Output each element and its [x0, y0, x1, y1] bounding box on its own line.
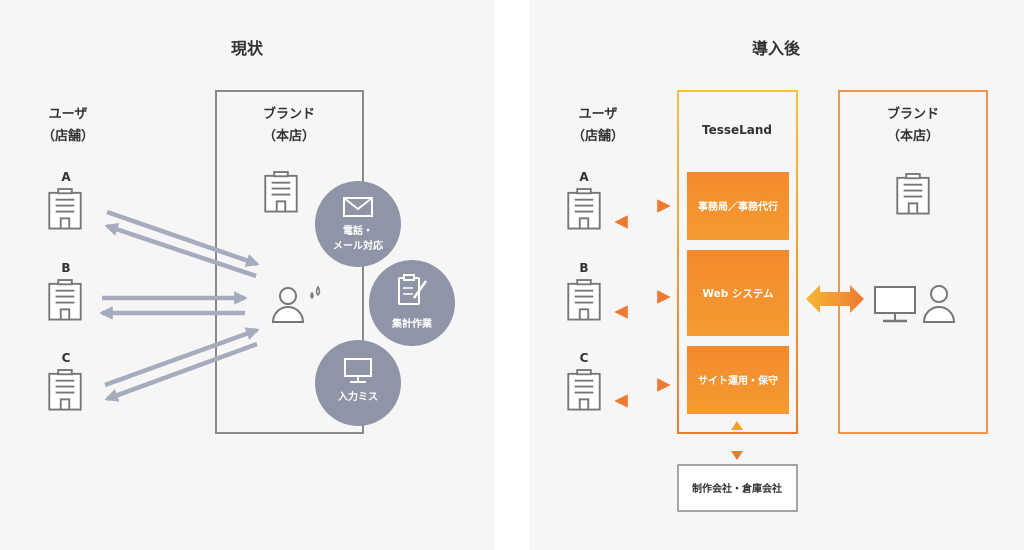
arrow-head-down	[731, 451, 743, 460]
arrow-brand-to-c	[104, 341, 258, 402]
task-circle-aggregation: 集計作業	[369, 260, 455, 346]
service-web-system-label: Web システム	[702, 288, 774, 300]
store-b-building-icon	[48, 279, 82, 321]
store-b-label-left: B	[61, 261, 70, 275]
partner-box	[677, 464, 798, 512]
arrow-a-to-brand	[106, 209, 260, 267]
platform-brand-double-arrow	[806, 285, 864, 313]
mail-icon	[343, 197, 373, 217]
service-box-secretariat	[687, 172, 789, 240]
computer-icon	[874, 286, 916, 323]
store-c-building-icon	[567, 369, 601, 411]
service-box-site-operation	[687, 346, 789, 414]
arrow-c-to-brand	[104, 327, 260, 388]
task-circle-mail: 電話・ メール対応	[315, 181, 401, 267]
store-b-building-icon	[567, 279, 601, 321]
brand-sublabel-left: （本店）	[263, 128, 315, 144]
arrow-brand-to-a	[104, 223, 257, 279]
brand-frame-right	[838, 90, 988, 434]
task-circle-input-error: 入力ミス	[315, 340, 401, 426]
brand-sublabel-right: （本店）	[887, 128, 939, 144]
service-box-web-system	[687, 250, 789, 336]
store-c-label-left: C	[62, 351, 71, 365]
current-state-title: 現状	[231, 39, 264, 58]
clipboard-pen-icon	[398, 274, 428, 305]
task-mail-label-1: 電話・	[343, 224, 373, 237]
person-icon	[922, 285, 956, 323]
service-secretariat-label: 事務局／事務代行	[698, 200, 778, 213]
store-c-label-right: C	[580, 351, 589, 365]
task-mail-label-2: メール対応	[333, 239, 383, 252]
brand-label-left: ブランド	[263, 106, 315, 122]
stressed-person-icon	[271, 285, 321, 323]
store-b-label-right: B	[579, 261, 588, 275]
monitor-icon	[344, 358, 372, 383]
store-a-label-left: A	[61, 170, 71, 184]
users-sublabel-left: （店舗）	[42, 128, 94, 144]
service-site-operation-label: サイト運用・保守	[698, 374, 778, 387]
partner-label: 制作会社・倉庫会社	[692, 482, 782, 495]
store-a-building-icon	[48, 188, 82, 230]
task-aggregation-label: 集計作業	[391, 317, 433, 330]
users-label-left: ユーザ	[49, 107, 88, 122]
after-introduction-title: 導入後	[752, 39, 801, 58]
tesseland-name: TesseLand	[702, 123, 772, 137]
brand-label-right: ブランド	[887, 106, 939, 122]
arrow-head-up	[731, 421, 743, 430]
brand-building-icon	[264, 171, 298, 213]
task-input-error-label: 入力ミス	[338, 390, 378, 403]
store-c-building-icon	[48, 369, 82, 411]
store-a-building-icon	[567, 188, 601, 230]
users-sublabel-right: （店舗）	[572, 128, 624, 144]
users-label-right: ユーザ	[579, 107, 618, 122]
store-a-label-right: A	[579, 170, 589, 184]
brand-building-icon-right	[896, 173, 930, 215]
